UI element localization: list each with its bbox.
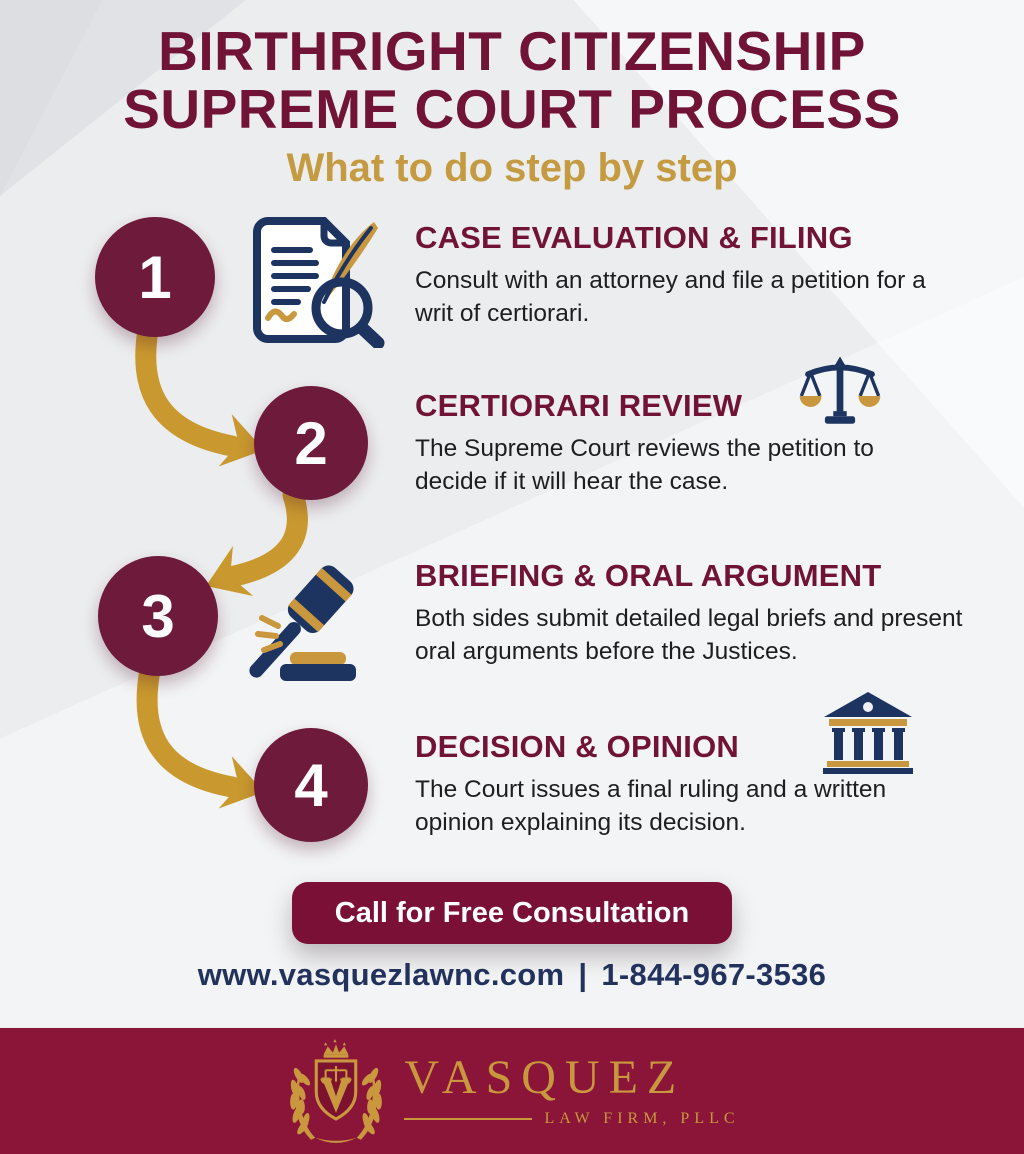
step-2-number-badge: 2 — [254, 386, 368, 500]
brand-subtitle: LAW FIRM, PLLC — [544, 1110, 740, 1127]
step-3-heading: BRIEFING & ORAL ARGUMENT — [415, 558, 882, 593]
page-title-line2: SUPREME COURT PROCESS — [123, 78, 901, 141]
scales-of-justice-icon — [798, 350, 882, 432]
step-1-description: Consult with an attorney and file a peti… — [415, 267, 926, 327]
courthouse-icon — [820, 690, 916, 774]
footer-band: VASQUEZ LAW FIRM, PLLC — [0, 1028, 1024, 1154]
step-2: CERTIORARI REVIEW The Supreme Court revi… — [415, 388, 967, 498]
law-firm-crest-icon — [290, 1039, 383, 1143]
step-3: BRIEFING & ORAL ARGUMENT Both sides subm… — [415, 558, 967, 668]
contact-line: www.vasquezlawnc.com | 1-844-967-3536 — [0, 957, 1024, 993]
step-1: CASE EVALUATION & FILING Consult with an… — [415, 220, 967, 330]
brand-divider-line — [404, 1118, 533, 1120]
brand-name: VASQUEZ — [404, 1051, 686, 1104]
step-number: 4 — [294, 751, 328, 819]
step-2-description: The Supreme Court reviews the petition t… — [415, 435, 874, 495]
step-number: 2 — [294, 409, 328, 477]
step-number: 3 — [141, 582, 175, 650]
step-4-number-badge: 4 — [254, 728, 368, 842]
step-3-number-badge: 3 — [98, 556, 218, 676]
step-4: DECISION & OPINION The Court issues a fi… — [415, 729, 967, 839]
step-3-description: Both sides submit detailed legal briefs … — [415, 605, 963, 665]
gavel-icon — [246, 556, 386, 688]
step-number: 1 — [138, 243, 172, 311]
step-4-heading: DECISION & OPINION — [415, 729, 739, 764]
step-1-number-badge: 1 — [95, 217, 215, 337]
step-1-heading: CASE EVALUATION & FILING — [415, 220, 853, 255]
website-link[interactable]: www.vasquezlawnc.com — [197, 957, 565, 992]
document-quill-magnifier-icon — [250, 214, 388, 350]
phone-link[interactable]: 1-844-967-3536 — [601, 957, 827, 992]
law-firm-wordmark: VASQUEZ LAW FIRM, PLLC — [404, 1054, 739, 1128]
step-4-description: The Court issues a final ruling and a wr… — [415, 776, 887, 836]
page-title: BIRTHRIGHT CITIZENSHIP SUPREME COURT PRO… — [0, 22, 1024, 139]
arrow-step1-to-step2 — [135, 319, 243, 457]
contact-separator: | — [578, 957, 588, 992]
page-subtitle: What to do step by step — [286, 146, 738, 190]
free-consultation-button[interactable]: Call for Free Consultation — [292, 882, 732, 944]
step-2-heading: CERTIORARI REVIEW — [415, 388, 743, 423]
page-title-line1: BIRTHRIGHT CITIZENSHIP — [158, 20, 866, 82]
